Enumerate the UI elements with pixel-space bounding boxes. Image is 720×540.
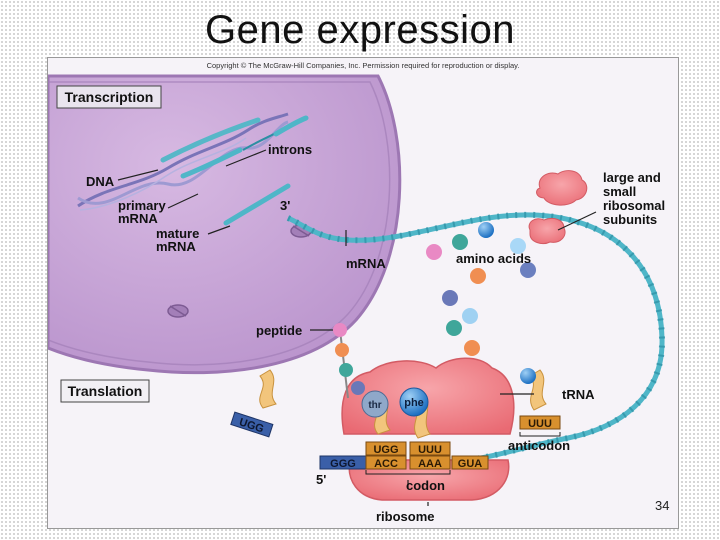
codon-bracket bbox=[365, 470, 451, 475]
transcription-label: Transcription bbox=[65, 89, 154, 105]
peptide-residue bbox=[335, 343, 349, 357]
amino-acid bbox=[464, 340, 480, 356]
mrna-label: mRNA bbox=[346, 256, 386, 271]
amino-acid bbox=[446, 320, 462, 336]
ribosomal-subunits bbox=[528, 170, 588, 245]
page-number: 34 bbox=[655, 498, 670, 513]
ribosome-label: ribosome bbox=[376, 509, 435, 524]
peptide-chain bbox=[333, 323, 365, 399]
amino-acid bbox=[452, 234, 468, 250]
amino-acid bbox=[478, 222, 494, 238]
amino-acids-label: amino acids bbox=[456, 251, 531, 266]
mrna-strand bbox=[286, 211, 666, 463]
subunits-label-line3: ribosomal bbox=[603, 198, 665, 213]
amino-acid bbox=[520, 262, 536, 278]
trna-label: tRNA bbox=[562, 387, 595, 402]
translation-label: Translation bbox=[68, 383, 143, 399]
mature-mrna-label-line1: mature bbox=[156, 226, 199, 241]
phe-label: phe bbox=[404, 397, 424, 409]
peptide-residue bbox=[351, 381, 365, 395]
primary-mrna bbox=[160, 115, 309, 179]
subunits-label-line4: subunits bbox=[603, 212, 657, 227]
mrna-in-ribosome: GGG ACC AAA GUA bbox=[319, 455, 489, 470]
amino-acid bbox=[426, 244, 442, 260]
amino-acid bbox=[442, 290, 458, 306]
amino-acid bbox=[470, 268, 486, 284]
amino-acid-phe bbox=[399, 387, 429, 417]
leader-lines bbox=[117, 149, 597, 506]
copyright-note: Copyright © The McGraw-Hill Companies, I… bbox=[207, 61, 520, 70]
mrna-sequence: GUA bbox=[458, 458, 483, 470]
anticodon-sequence: UUU bbox=[528, 418, 552, 430]
peptide-residue bbox=[333, 323, 347, 337]
subunits-label-line2: small bbox=[603, 184, 636, 199]
primary-mrna-label-line2: mRNA bbox=[118, 211, 158, 226]
site-anticodon-left: UGG bbox=[365, 441, 407, 456]
mature-mrna-label-line2: mRNA bbox=[156, 239, 196, 254]
mrna-sequence: GGG bbox=[330, 458, 356, 470]
amino-acid-cluster bbox=[426, 222, 536, 356]
five-prime-label: 5' bbox=[316, 472, 326, 487]
free-trna-right: UUU bbox=[519, 368, 561, 437]
nuclear-pore bbox=[167, 304, 189, 318]
figure-svg: Copyright © The McGraw-Hill Companies, I… bbox=[48, 58, 678, 528]
dna-helix bbox=[77, 112, 289, 211]
anticodon-sequence: UUU bbox=[418, 444, 442, 456]
amino-acid bbox=[462, 308, 478, 324]
transcription-label-box: Transcription bbox=[56, 85, 162, 109]
three-prime-label: 3' bbox=[280, 198, 290, 213]
amino-acid bbox=[510, 238, 526, 254]
subunits-label-line1: large and bbox=[603, 170, 661, 185]
slide-title: Gene expression bbox=[205, 8, 515, 52]
anticodon-label: anticodon bbox=[508, 438, 570, 453]
codon-label: codon bbox=[406, 478, 445, 493]
amino-acid bbox=[520, 368, 536, 384]
introns-label: introns bbox=[268, 142, 312, 157]
primary-mrna-label-line1: primary bbox=[118, 198, 166, 213]
trna-thr: thr bbox=[361, 390, 391, 435]
site-anticodon-right: UUU bbox=[409, 441, 451, 456]
dna-label: DNA bbox=[86, 174, 115, 189]
peptide-label: peptide bbox=[256, 323, 302, 338]
translation-label-box: Translation bbox=[60, 379, 150, 403]
codon-sequence: AAA bbox=[418, 458, 442, 470]
mature-mrna bbox=[223, 183, 291, 226]
peptide-residue bbox=[339, 363, 353, 377]
amino-acid-thr bbox=[361, 390, 389, 418]
codon-sequence: ACC bbox=[374, 458, 398, 470]
trna-phe: phe bbox=[399, 387, 431, 439]
gene-expression-figure: Copyright © The McGraw-Hill Companies, I… bbox=[47, 57, 679, 529]
nucleus bbox=[48, 74, 402, 375]
thr-label: thr bbox=[368, 400, 381, 411]
anticodon-sequence: UGG bbox=[373, 444, 398, 456]
